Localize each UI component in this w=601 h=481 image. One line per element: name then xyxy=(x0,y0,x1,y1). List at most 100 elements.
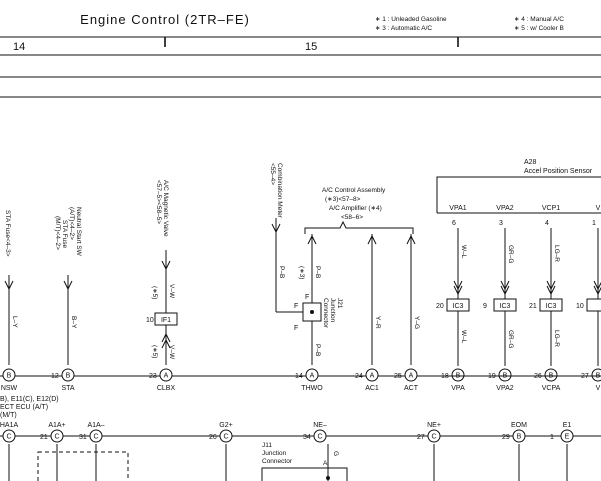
ac-amp-ref: <58–6> xyxy=(341,214,363,221)
if1-label: IF1 xyxy=(161,317,171,324)
ic3-label: IC3 xyxy=(453,303,464,310)
ecu-block-line2: ECT ECU (A/T) xyxy=(0,404,48,411)
ecu-pin-a1a: C xyxy=(89,429,103,443)
ac1-wire-color: Y–R xyxy=(374,316,381,329)
sensor-pin-name: V xyxy=(596,205,601,212)
sta-fuse2-label: STA Fuse xyxy=(61,220,68,248)
ecu-pin-e1-letter: E xyxy=(565,434,570,441)
ecu-pin-number: 31 xyxy=(79,434,87,441)
ecu-pin-thwo: A xyxy=(305,368,319,382)
sta-fuse2-mt-label: (M/T)<4–2> xyxy=(54,216,61,250)
j21-name: Junction xyxy=(329,298,336,323)
j11-a-label: A xyxy=(323,460,328,467)
sensor-wire-bot: W–L xyxy=(460,330,467,344)
ecu-pin-thwo-letter: A xyxy=(310,373,315,380)
ecu-pin-number: 23 xyxy=(149,373,157,380)
ecu-pin-a1a: C xyxy=(50,429,64,443)
j21-name2: Connector xyxy=(322,298,329,329)
ecu-block-line3: (M/T) xyxy=(0,412,17,419)
sensor-pin-name: VCP1 xyxy=(542,205,560,212)
column-15: 15 xyxy=(305,41,317,53)
ecu-pin-name: AC1 xyxy=(365,385,379,392)
ecu-pin-name: NE– xyxy=(313,422,327,429)
ecu-pin-eom-letter: B xyxy=(517,434,522,441)
ecu-pin-ha1a-letter: C xyxy=(6,434,11,441)
ecu-pin-ne-letter: C xyxy=(317,434,322,441)
ecu-pin-name: HA1A xyxy=(0,422,18,429)
ecu-pin-number: 25 xyxy=(394,373,402,380)
sensor-pin-name: VPA1 xyxy=(449,205,466,212)
ecu-pin-act-letter: A xyxy=(409,373,414,380)
f-label-bot: F xyxy=(294,325,298,332)
ecu-pin-number: 1 xyxy=(550,434,554,441)
f-label-top: F xyxy=(305,294,309,301)
sensor-pin-name: VPA2 xyxy=(496,205,513,212)
j11-connector xyxy=(261,467,348,481)
ecu-pin-number: 24 xyxy=(355,373,363,380)
ac-control-label: A/C Control Assembly xyxy=(322,187,386,194)
j11-name: Junction xyxy=(262,450,287,457)
ecu-pin-name: VPA xyxy=(451,385,465,392)
ecu-pin-vpa2: B xyxy=(498,368,512,382)
sensor-wire-bot: LG–R xyxy=(553,330,560,347)
ecu-pin-name: VCPA xyxy=(542,385,561,392)
ecu-pin-ne: C xyxy=(313,429,327,443)
sensor-pin-number: 1 xyxy=(592,220,596,227)
f-label-left: F xyxy=(294,303,298,310)
ecu-pin-nsw: B xyxy=(2,368,16,382)
ecu-pin-number: 14 xyxy=(295,373,303,380)
ecu-pin-name: CLBX xyxy=(157,385,176,392)
ecu-pin-number: 12 xyxy=(51,373,59,380)
ecu-pin-ne-letter: C xyxy=(431,434,436,441)
nsw-wire-color: L–Y xyxy=(11,316,18,328)
sensor-wire-bot: GR–G xyxy=(507,330,514,348)
sta-fuse-label: STA Fuse<4–3> xyxy=(4,210,11,257)
clbx-ref-top: (∗5) xyxy=(151,286,158,299)
sensor-wire-top: LG–R xyxy=(553,245,560,262)
ecu-pin-ac1: A xyxy=(365,368,379,382)
ecu-pin-nsw-letter: B xyxy=(7,373,12,380)
ecu-pin-number: 34 xyxy=(303,434,311,441)
thwo-wire-bot: P–B xyxy=(314,344,321,356)
j11-label: J11 xyxy=(262,442,272,449)
ecu-pin-name: STA xyxy=(61,385,74,392)
ac-valve-ref: <57–5><58–5> xyxy=(155,180,162,224)
ecu-pin-a1a-letter: C xyxy=(93,434,98,441)
if1-connector xyxy=(154,312,178,326)
j21-label: J21 xyxy=(336,298,343,309)
ecu-pin-number: 27 xyxy=(417,434,425,441)
column-14: 14 xyxy=(13,41,25,53)
ecu-pin-row-bottom: HA1ACA1A+C21A1A–C31G2+C26NE–C34NE+C27EOM… xyxy=(0,422,574,443)
ecu-pin-name: NSW xyxy=(1,385,18,392)
ecu-pin-name: EOM xyxy=(511,422,527,429)
ecu-pin-name: A1A– xyxy=(87,422,104,429)
neutral-switch-label: Neutral Start SW xyxy=(75,207,82,257)
note-5: ∗ 5 : w/ Cooler B xyxy=(514,25,564,32)
ic3-pin: 20 xyxy=(436,303,444,310)
ac-valve-label: A/C Magnetic Valve xyxy=(162,180,169,237)
a28-label: A28 xyxy=(524,159,537,166)
ecu-pin-ac1-letter: A xyxy=(370,373,375,380)
sensor-pin-number: 4 xyxy=(545,220,549,227)
diagram-title: Engine Control (2TR–FE) xyxy=(80,12,250,27)
clbx-wire-bot: V–W xyxy=(168,345,175,360)
ecu-pin-act: A xyxy=(404,368,418,382)
ecu-pin-ha1a: C xyxy=(2,429,16,443)
pb-mid-wire: P–B xyxy=(278,266,285,278)
comb-meter-label: Combination Meter xyxy=(276,163,283,219)
ecu-pin-name: THWO xyxy=(301,385,323,392)
note-3: ∗ 3 : Automatic A/C xyxy=(375,25,432,32)
note-1: ∗ 1 : Unleaded Gasoline xyxy=(375,16,447,23)
ic3-pin: 10 xyxy=(576,303,584,310)
ac-control-ref: (∗3)<57–8> xyxy=(325,196,361,203)
act-wire-color: Y–G xyxy=(413,316,420,329)
ecu-pin-g2: C xyxy=(219,429,233,443)
ic3-label: IC3 xyxy=(546,303,557,310)
sensor-wire-top: W–L xyxy=(460,245,467,259)
clbx-ref-bot: (∗5) xyxy=(151,345,158,358)
j11-g-label: G xyxy=(332,451,339,456)
ac-amp-label: A/C Amplifier (∗4) xyxy=(329,205,382,212)
ecu-pin-clbx: A xyxy=(159,368,173,382)
sensor-pin-number: 3 xyxy=(499,220,503,227)
